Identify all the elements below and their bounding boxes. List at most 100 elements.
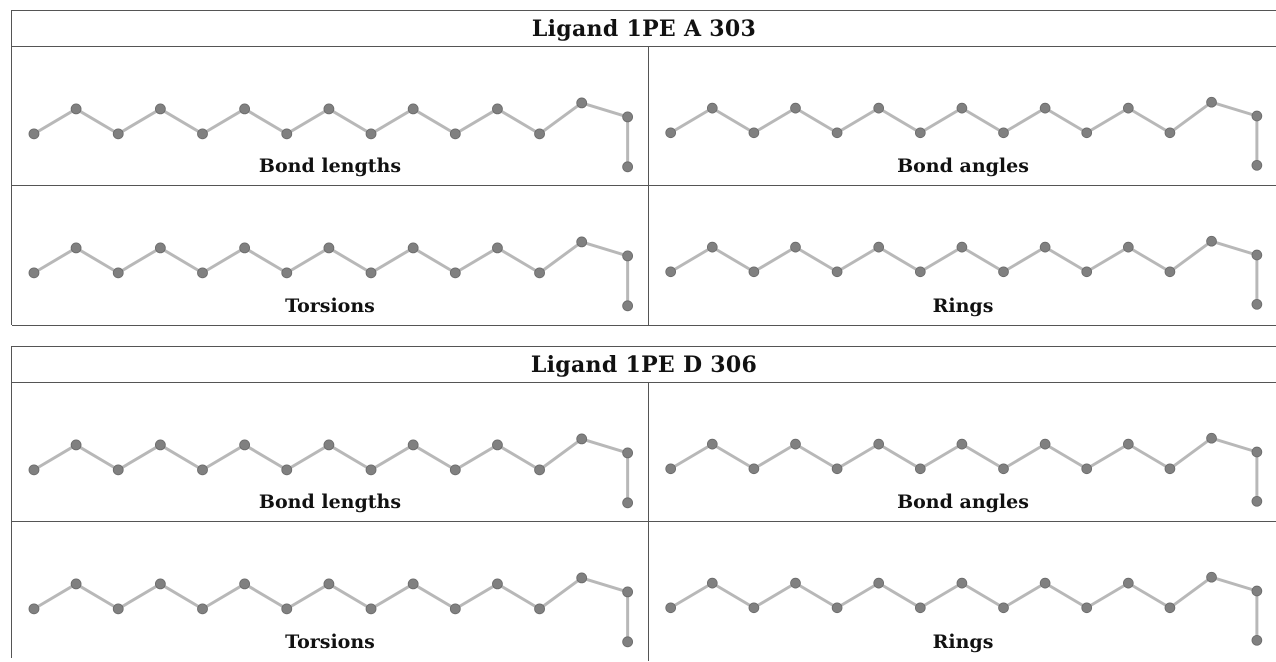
bond [960,106,1005,135]
atom [873,438,885,450]
atom [365,128,377,140]
bond [538,437,584,472]
atom [1251,495,1263,507]
atom [1123,241,1134,253]
atom [449,603,461,615]
panel-torsions: Torsions [12,522,649,661]
atom [1123,438,1134,450]
atom [706,438,718,450]
panel-rings: Rings [649,186,1276,325]
bond [1085,245,1130,274]
atom [1206,432,1217,444]
panel-bond-lengths: Bond lengths [12,383,649,522]
bond [243,246,289,275]
bond [453,246,499,275]
atom [622,497,634,509]
atom [576,572,588,584]
panel-grid: Bond lengths Bond angles Torsions Rings [12,383,1276,661]
panel-label: Bond lengths [258,491,402,513]
bond [669,442,714,471]
bond [411,443,457,472]
atom [112,603,124,615]
molecule-diagram [28,97,634,173]
atom [1081,127,1093,139]
bond [580,576,630,594]
atom [323,439,335,451]
atom [914,127,926,139]
bond [495,582,542,611]
atom [112,128,124,140]
bond [116,582,162,611]
bond [74,582,120,611]
bond [752,245,797,274]
atom [1206,96,1217,108]
atom [449,128,461,140]
bond [1126,442,1172,471]
atom [154,242,166,254]
bond [327,107,373,136]
bond [327,582,373,611]
atom [576,236,588,248]
bond [918,442,964,471]
atom [622,447,634,459]
atom [365,267,377,279]
atom [239,578,251,590]
atom [706,241,718,253]
atom [281,128,293,140]
bond [369,582,415,611]
atom [154,439,166,451]
atom [873,241,885,253]
atom [622,300,634,312]
bond [201,107,247,136]
bond [1168,239,1214,274]
bond [918,245,964,274]
atom [28,464,40,476]
atom [492,439,503,451]
atom [239,439,251,451]
atom [831,127,843,139]
panel-bond-lengths: Bond lengths [12,47,649,186]
bond [32,582,78,611]
atom [154,578,166,590]
atom [323,103,335,115]
atom [534,603,545,615]
bond [201,443,247,472]
atom [1081,602,1093,614]
bond [877,245,922,274]
atom [323,578,335,590]
bond [285,582,331,611]
atom [154,103,166,115]
bond [710,442,756,471]
bond [580,101,630,119]
bond [1002,106,1047,135]
molecule-diagram [665,96,1263,171]
molecule-diagram [665,571,1263,646]
bond [960,581,1005,610]
bond [327,443,373,472]
bond [453,582,499,611]
atom [1039,438,1051,450]
atom [1206,571,1217,583]
bond [710,245,756,274]
atom [1039,102,1051,114]
bond [243,107,289,136]
bond [369,246,415,275]
atom [365,464,377,476]
bond [1043,106,1089,135]
bond [32,246,78,275]
atom [748,602,760,614]
bond [369,107,415,136]
atom [622,250,634,262]
atom [197,464,208,476]
bond [538,576,584,611]
panel-label: Bond angles [897,155,1029,177]
bond [752,442,797,471]
atom [790,102,801,114]
bond [1126,106,1172,135]
bond [877,581,922,610]
bond [918,106,964,135]
atom [1164,602,1176,614]
ligand-title: Ligand 1PE D 306 [12,347,1276,383]
ligand-table-1: Ligand 1PE A 303 Bond lengths Bond angle… [11,10,1276,326]
bond [453,107,499,136]
